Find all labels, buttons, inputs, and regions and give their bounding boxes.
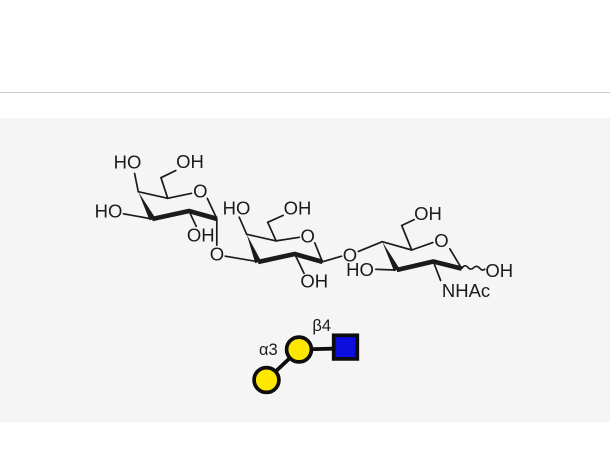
divider-line <box>0 92 610 93</box>
atom-label-ring1-ring-o: O <box>193 181 207 202</box>
ring2-bond-c4-ho <box>238 216 248 236</box>
ring3-bond-c5-ringO <box>410 241 434 251</box>
ring3-bond-c4-c5 <box>381 240 413 251</box>
atom-label-ring3-nhac: NHAc <box>442 280 490 301</box>
ring3-bond-ho-c3 <box>374 268 396 271</box>
atom-label-ring1-oh-c2: OH <box>187 225 215 246</box>
ring1-bond-ho-c3 <box>122 212 154 220</box>
ring1-bond-ringO-c1 <box>206 197 218 220</box>
ring1-bond-c5-ringO <box>166 192 193 200</box>
ring2-bond-ringO-c1 <box>313 242 324 263</box>
ring2-front-edge-bold <box>257 251 324 265</box>
atom-label-ring1-ho-c3: HO <box>95 201 123 222</box>
atom-label-ring3-oh-anomeric: OH <box>485 260 513 281</box>
atom-labels: HO OH O HO OH O HO OH O OH O HO OH O OH … <box>95 151 513 301</box>
atom-label-ring2-oh-c6: OH <box>284 198 312 219</box>
snfg-diagram: α3 β4 <box>252 317 360 395</box>
atom-label-ring2-ring-o: O <box>301 226 315 247</box>
atom-label-glycosidic-o-2: O <box>343 245 357 266</box>
linkage-label-alpha3: α3 <box>259 341 278 359</box>
ring1-galactose <box>122 169 218 247</box>
ring3-wedge-c4-c3 <box>382 241 400 272</box>
ring2-bond-c6-oh <box>266 214 285 224</box>
ring1-bond-c5-c6 <box>160 176 169 200</box>
ring2-bond-c5-c6 <box>266 221 277 242</box>
bond-skeleton <box>122 169 486 282</box>
ring3-bond-c6-oh <box>400 218 416 227</box>
ring3-bond-c5-c6 <box>400 224 413 251</box>
ring3-bond-ringO-c1 <box>449 248 463 270</box>
glcnac-square-icon <box>331 333 360 361</box>
atom-label-ring3-ho-c3: HO <box>346 259 374 280</box>
atom-label-ring2-oh-c2: OH <box>300 271 328 292</box>
atom-label-glycosidic-o-1: O <box>210 243 224 264</box>
figure-panel <box>0 118 610 422</box>
ring2-galactose <box>224 214 343 275</box>
linkage-label-beta4: β4 <box>312 317 331 335</box>
ring1-front-edge-bold <box>151 208 218 222</box>
ring1-wedge-c4-c3 <box>138 191 156 221</box>
galactose-circle-icon-terminal <box>252 365 281 395</box>
ring2-bond-glycosidicO1-c3 <box>224 255 258 263</box>
ring3-glcnac <box>357 218 486 282</box>
ring2-bond-c2-oh <box>293 253 305 275</box>
atom-label-ring2-ho-c4: HO <box>223 197 251 218</box>
atom-label-ring3-ring-o: O <box>434 230 448 251</box>
ring1-bond-c4-oh <box>133 172 140 193</box>
ring3-anomeric-wavy-bond <box>461 264 486 271</box>
ring2-wedge-c4-c3 <box>246 234 261 264</box>
ring3-front-edge-bold <box>396 259 463 273</box>
ring1-bond-c4-c5 <box>137 190 169 200</box>
ring2-bond-c1-glycosidicO2 <box>321 255 343 263</box>
atom-label-ring1-ho-c4: HO <box>114 152 142 173</box>
ring1-bond-c6-oh <box>160 169 177 179</box>
ring2-bond-c5-ringO <box>275 236 301 242</box>
ring3-bond-glycosidicO2-c4 <box>357 240 384 253</box>
ring3-bond-c2-nhac <box>432 260 442 282</box>
ring2-bond-c4-c5 <box>245 233 277 242</box>
galactose-circle-icon-middle <box>284 335 314 364</box>
atom-label-ring3-oh-c6: OH <box>414 203 442 224</box>
atom-label-ring1-oh-c6: OH <box>176 151 204 172</box>
